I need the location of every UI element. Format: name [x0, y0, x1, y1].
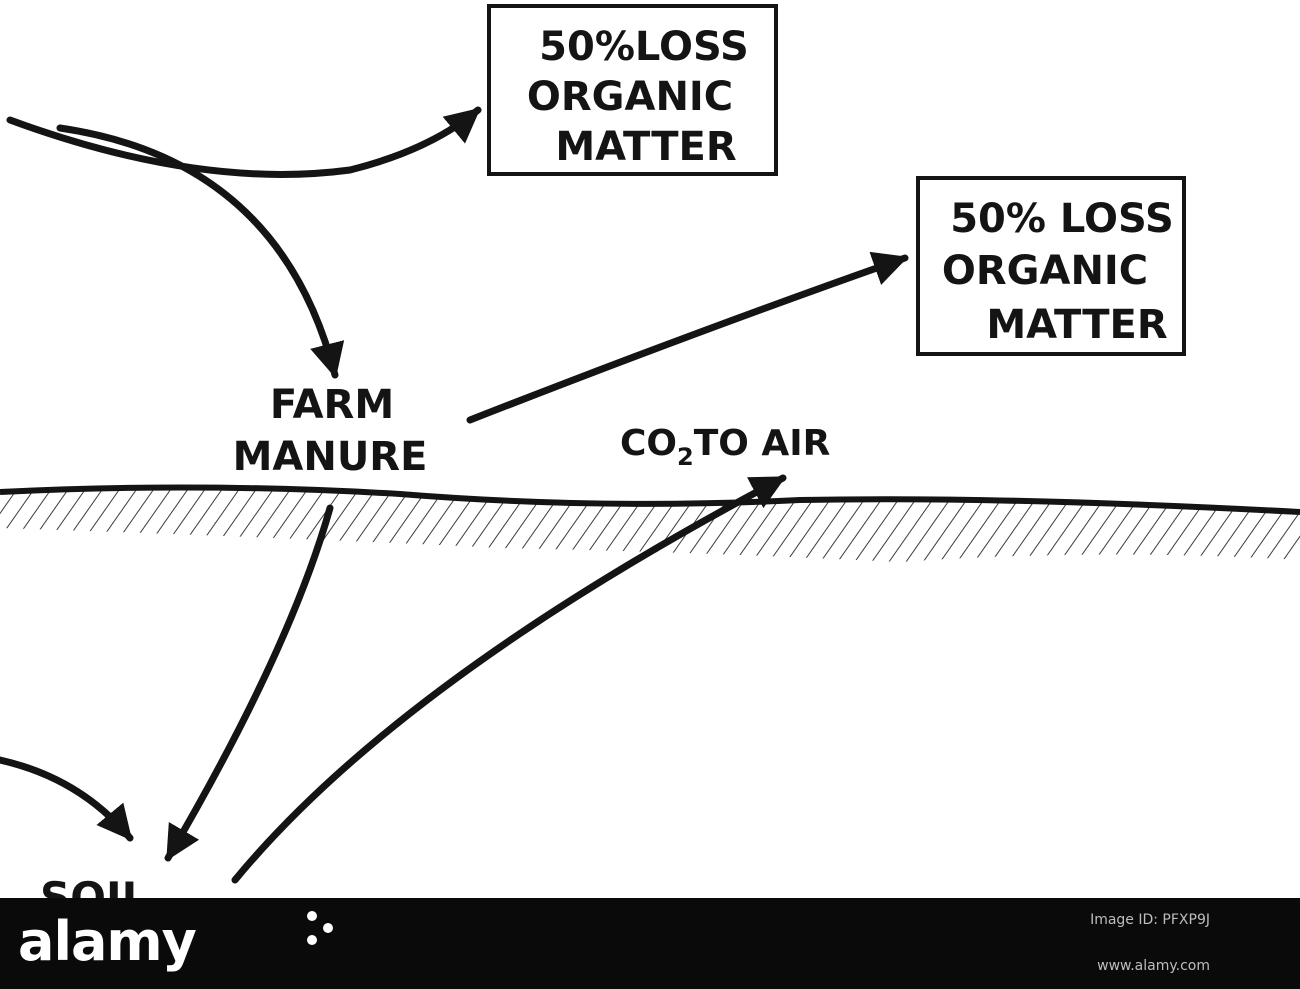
arrow-manure-to-soil — [164, 504, 334, 862]
arrow-to-loss-top — [6, 106, 482, 178]
loss-box-right-frame — [916, 176, 1186, 356]
loss-box-top-line-2: ORGANIC — [527, 74, 733, 120]
farm-manure-label: FARM MANURE — [233, 382, 428, 480]
arrow-to-farm-manure — [56, 124, 345, 379]
loss-box-right: 50% LOSS ORGANIC MATTER — [916, 176, 1186, 356]
co2-rest: TO AIR — [694, 423, 831, 464]
farm-manure-line-2: MANURE — [233, 434, 428, 480]
loss-box-top-line-1: 50%LOSS — [539, 24, 749, 70]
image-id-label: Image ID: PFXP9J — [1090, 912, 1210, 928]
loss-box-right-line-3: MATTER — [986, 302, 1167, 348]
co2-subscript: 2 — [677, 443, 694, 471]
loss-box-top-frame — [487, 4, 778, 176]
co2-to-air-label: CO2TO AIR — [620, 423, 830, 471]
site-url: www.alamy.com — [1097, 958, 1210, 974]
loss-box-right-line-2: ORGANIC — [942, 248, 1148, 294]
flow-arrows — [0, 106, 909, 884]
ground-surface — [0, 484, 1300, 562]
diagram-canvas: 50%LOSS ORGANIC MATTER 50% LOSS ORGANIC … — [0, 4, 1300, 898]
loss-box-top-line-3: MATTER — [555, 124, 736, 170]
co2-main: CO — [620, 423, 677, 464]
ground-hatch-band — [0, 485, 1300, 562]
ground-line — [0, 484, 1300, 515]
loss-box-right-line-1: 50% LOSS — [950, 196, 1174, 242]
arrow-to-soil-left — [0, 756, 134, 842]
watermark-footer: alamy Image ID: PFXP9J www.alamy.com — [0, 898, 1300, 989]
arrow-soil-to-co2 — [231, 474, 787, 884]
soil-label: SOIL — [40, 873, 148, 898]
loss-box-top: 50%LOSS ORGANIC MATTER — [487, 4, 778, 176]
brand-logo: alamy — [18, 910, 197, 973]
brand-mark-icon — [307, 911, 333, 945]
arrow-manure-to-loss-right — [466, 251, 909, 424]
farm-manure-line-1: FARM — [270, 382, 394, 428]
